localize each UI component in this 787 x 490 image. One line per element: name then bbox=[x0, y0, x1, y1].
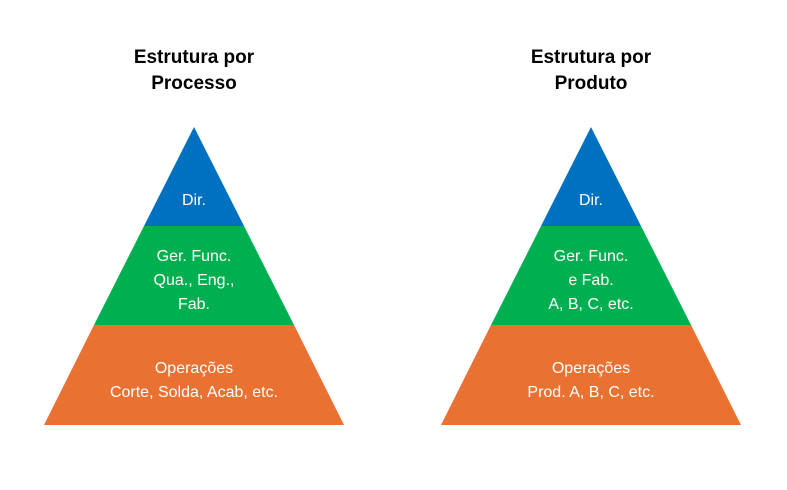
label-line: Ger. Func. bbox=[553, 248, 629, 265]
label-line: Operações bbox=[154, 360, 234, 377]
right-level-top bbox=[541, 127, 641, 226]
left-bottom-label: Operações Corte, Solda, Acab, etc. bbox=[44, 357, 344, 405]
label-line: Dir. bbox=[182, 192, 206, 209]
label-line: Corte, Solda, Acab, etc. bbox=[109, 384, 279, 401]
left-pyramid-title: Estrutura por Processo bbox=[44, 45, 344, 97]
right-middle-label: Ger. Func. e Fab. A, B, C, etc. bbox=[441, 245, 741, 317]
right-title-line1: Estrutura por bbox=[530, 47, 652, 68]
left-level-bottom bbox=[44, 325, 344, 425]
right-title-line2: Produto bbox=[554, 73, 628, 94]
label-line: A, B, C, etc. bbox=[548, 296, 634, 313]
left-level-top bbox=[144, 127, 244, 226]
label-line: Prod. A, B, C, etc. bbox=[527, 384, 655, 401]
right-level-bottom bbox=[441, 325, 741, 425]
label-line: Dir. bbox=[579, 192, 603, 209]
left-level-middle bbox=[94, 226, 294, 325]
right-pyramid-title: Estrutura por Produto bbox=[441, 45, 741, 97]
left-title-line2: Processo bbox=[151, 73, 237, 94]
right-top-label: Dir. bbox=[441, 189, 741, 213]
right-level-middle bbox=[491, 226, 691, 325]
label-line: Qua., Eng., bbox=[153, 272, 235, 289]
label-line: Ger. Func. bbox=[156, 248, 232, 265]
right-bottom-label: Operações Prod. A, B, C, etc. bbox=[441, 357, 741, 405]
label-line: Operações bbox=[551, 360, 631, 377]
label-line: Fab. bbox=[177, 296, 210, 313]
label-line: e Fab. bbox=[568, 272, 614, 289]
left-title-line1: Estrutura por bbox=[133, 47, 255, 68]
left-top-label: Dir. bbox=[44, 189, 344, 213]
left-middle-label: Ger. Func. Qua., Eng., Fab. bbox=[44, 245, 344, 317]
